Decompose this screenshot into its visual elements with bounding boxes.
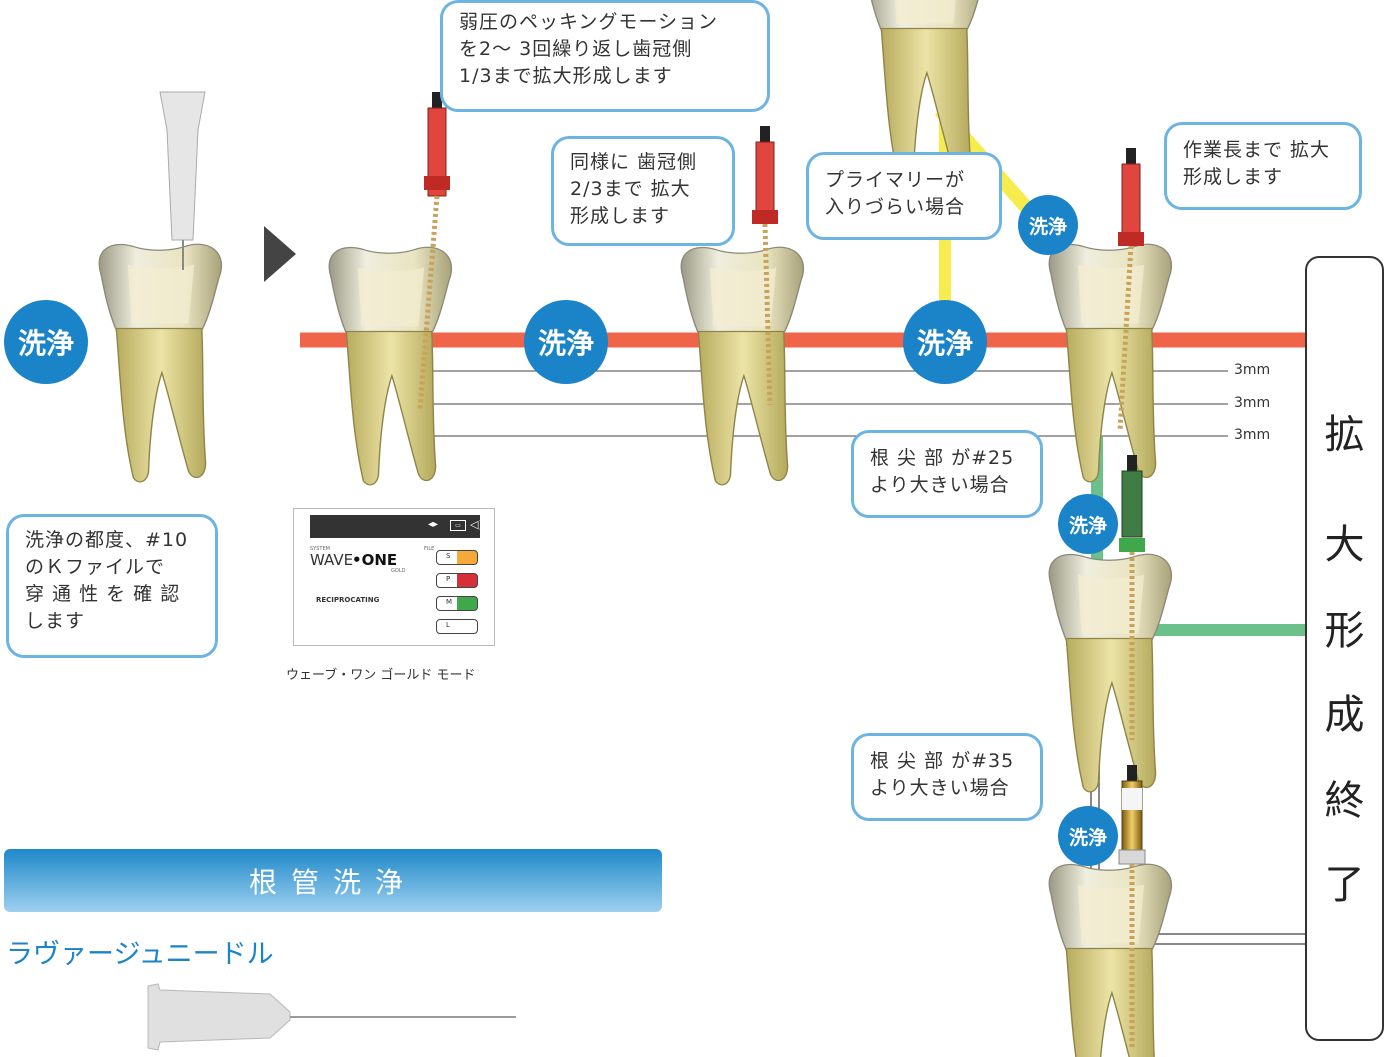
file-button-label: P <box>446 575 451 583</box>
callout-line: 形成します <box>570 205 671 227</box>
wash-badge: 洗浄 <box>524 300 608 384</box>
brand-one: •ONE <box>352 551 398 569</box>
file-button-m: M <box>436 596 478 611</box>
brand-gold: GOLD <box>391 568 406 574</box>
brand-wave: WAVE <box>310 551 354 569</box>
file-button-label: L <box>446 621 450 629</box>
wash-badge-small: 洗浄 <box>1018 195 1078 255</box>
end-label-char: 拡 <box>1324 412 1365 458</box>
tooth-with-medium-file <box>1048 455 1173 793</box>
tooth-with-large-file <box>1048 765 1173 1057</box>
tooth-with-primary-file-3 <box>1048 148 1173 483</box>
motor-panel-caption: ウェーブ・ワン ゴールド モード <box>286 668 476 683</box>
file-button-p: P <box>436 573 478 588</box>
callout-line: 洗浄の都度、#10 <box>25 529 189 551</box>
wash-badge: 洗浄 <box>903 300 987 384</box>
callout-line: 同様に 歯冠側 <box>570 151 698 173</box>
shaping-complete-box: 拡 大 形 成 終 了 <box>1305 256 1384 1041</box>
battery-icon: ▭ <box>450 520 466 531</box>
file-button-label: S <box>446 552 451 560</box>
callout-line: プライマリーが <box>825 169 966 191</box>
callout-line: 1/3まで拡大形成します <box>459 65 673 87</box>
callout-line: 入りづらい場合 <box>825 196 966 218</box>
callout-pecking-motion: 弱圧のペッキングモーション を2～ 3回繰り返し歯冠側 1/3まで拡大形成します <box>440 0 770 112</box>
callout-line: 2/3まで 拡大 <box>570 178 691 200</box>
callout-line: を2～ 3回繰り返し歯冠側 <box>459 38 693 60</box>
end-label-char: 形 <box>1324 608 1365 654</box>
motor-panel-header: ◂▸ ▭ ◁) <box>310 515 483 538</box>
tooth-with-primary-file-2 <box>680 126 805 486</box>
end-label-char: 了 <box>1324 862 1365 908</box>
wash-badge-small: 洗浄 <box>1058 806 1118 866</box>
syringe-tooth-image <box>98 91 223 483</box>
depth-label: 3mm <box>1234 362 1271 378</box>
end-label-char: 終 <box>1324 778 1365 824</box>
step-arrow-icon <box>264 226 296 282</box>
callout-line: 穿 通 性 を 確 認 <box>25 583 181 605</box>
callout-line: 作業長まで 拡大 <box>1183 139 1331 161</box>
file-button-l: L <box>436 619 478 634</box>
callout-line: より大きい場合 <box>870 777 1010 799</box>
mode-label: RECIPROCATING <box>316 596 380 604</box>
wash-badge-small: 洗浄 <box>1058 494 1118 554</box>
end-label-char: 大 <box>1324 522 1365 568</box>
callout-two-thirds: 同様に 歯冠側 2/3まで 拡大 形成します <box>551 136 735 246</box>
needle-title: ラヴァージュニードル <box>6 939 274 970</box>
callout-line: 形成します <box>1183 166 1284 188</box>
depth-label: 3mm <box>1234 395 1271 411</box>
lavage-needle-image <box>147 983 516 1051</box>
callout-k-file-check: 洗浄の都度、#10 のＫファイルで 穿 通 性 を 確 認 します <box>6 514 218 658</box>
callout-working-length: 作業長まで 拡大 形成します <box>1164 122 1362 210</box>
callout-line: 弱圧のペッキングモーション <box>459 11 719 33</box>
tooth-with-primary-file-1 <box>328 92 453 486</box>
callout-line: のＫファイルで <box>25 556 166 578</box>
callout-primary-difficult: プライマリーが 入りづらい場合 <box>806 152 1002 240</box>
callout-apex-25: 根 尖 部 が#25 より大きい場合 <box>851 430 1043 518</box>
file-button-label: M <box>446 598 453 606</box>
file-button-s: S <box>436 550 478 565</box>
wash-badge: 洗浄 <box>4 300 88 384</box>
speaker-icon: ◁) <box>470 518 483 531</box>
callout-line: より大きい場合 <box>870 474 1010 496</box>
reverse-forward-icon: ◂▸ <box>428 519 439 530</box>
end-label-char: 成 <box>1324 692 1365 738</box>
section-banner: 根管洗浄 <box>4 849 662 912</box>
motor-mode-panel: ◂▸ ▭ ◁) SYSTEM WAVE •ONE GOLD RECIPROCAT… <box>293 508 495 646</box>
callout-line: 根 尖 部 が#25 <box>870 447 1015 469</box>
callout-line: 根 尖 部 が#35 <box>870 750 1015 772</box>
depth-label: 3mm <box>1234 427 1271 443</box>
callout-line: します <box>25 610 86 632</box>
file-label: FILE <box>424 546 435 552</box>
system-label: SYSTEM <box>310 546 330 552</box>
callout-apex-35: 根 尖 部 が#35 より大きい場合 <box>851 733 1043 821</box>
